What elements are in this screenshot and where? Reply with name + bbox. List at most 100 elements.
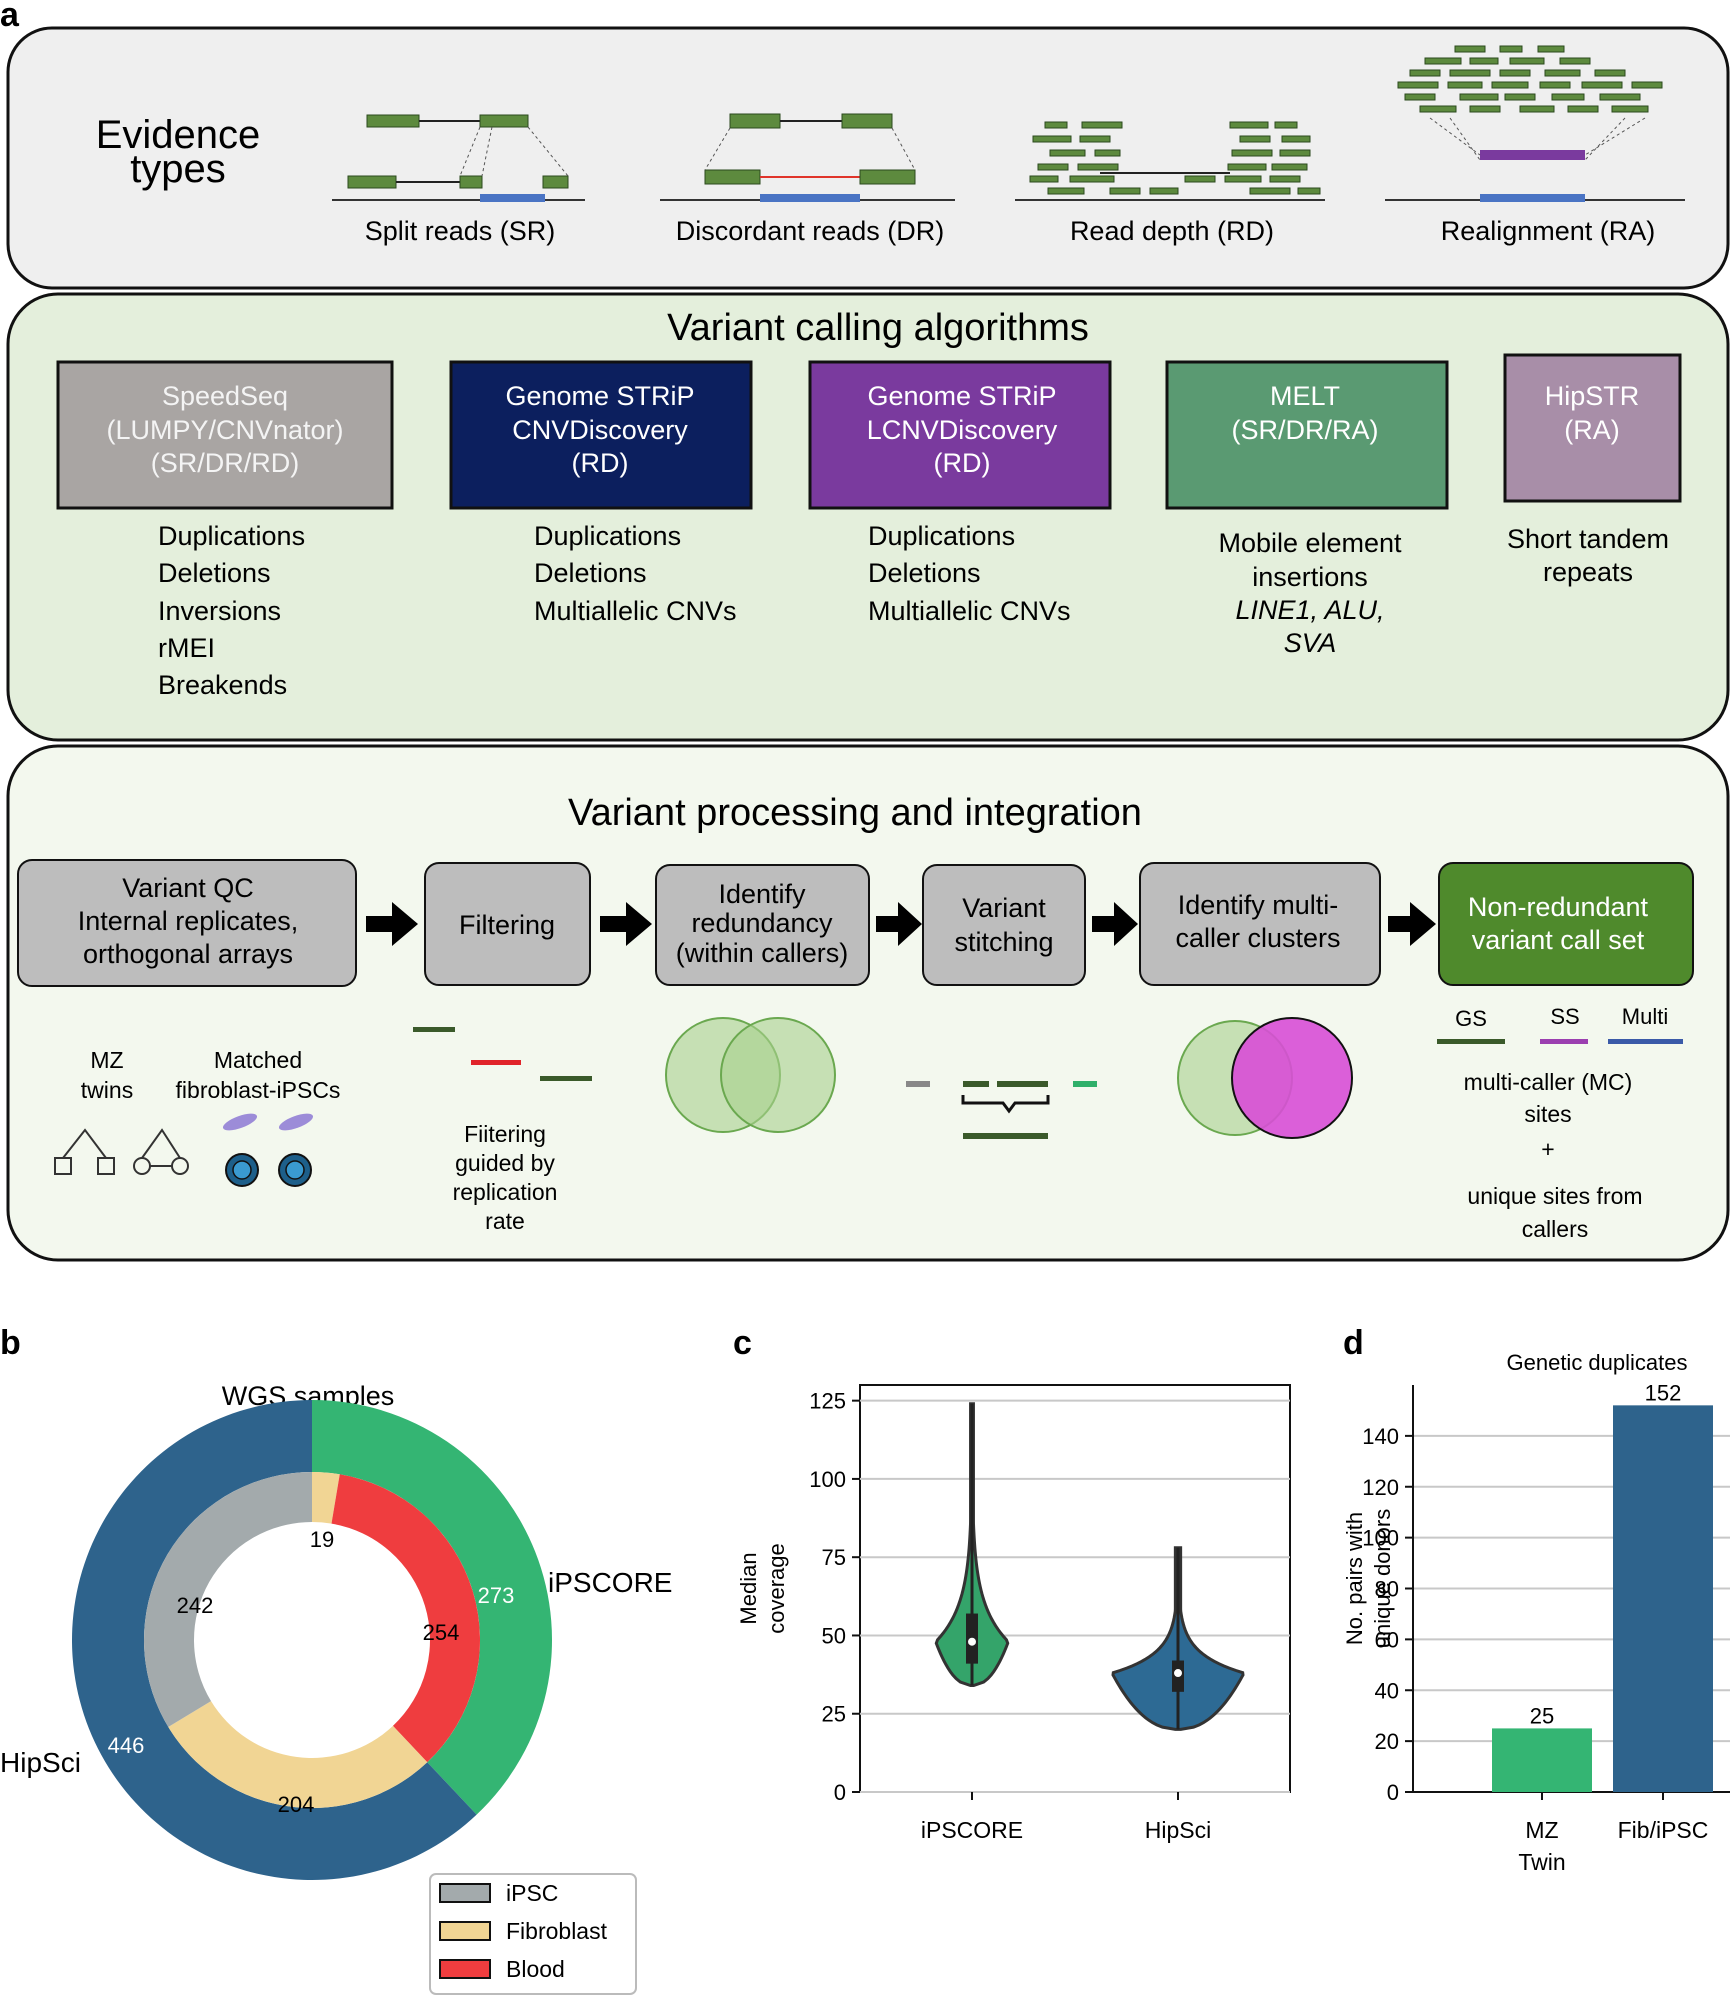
caller-name-line: SpeedSeq bbox=[162, 381, 288, 411]
caller-box-hipstr bbox=[1503, 353, 1682, 503]
step-line: Variant QC bbox=[122, 873, 254, 903]
caller-legend-multi: Multi bbox=[1622, 1004, 1668, 1029]
donut-value: 254 bbox=[423, 1620, 460, 1645]
donut-value: 273 bbox=[478, 1583, 515, 1608]
violin-plot-area bbox=[859, 1384, 1291, 1793]
y-tick-label: 20 bbox=[1375, 1729, 1399, 1754]
variant-type: Deletions bbox=[534, 558, 647, 588]
step-multi-caller-clusters bbox=[1139, 862, 1381, 986]
variant-type: Deletions bbox=[158, 558, 271, 588]
violin-median-point bbox=[1174, 1669, 1182, 1678]
step-line: Identify bbox=[718, 879, 806, 909]
legend-label-ipsc: iPSC bbox=[506, 1880, 558, 1906]
donut-inner-slice bbox=[312, 1472, 340, 1524]
matched-label: Matched bbox=[214, 1047, 302, 1073]
stitching-icon bbox=[906, 1081, 1097, 1139]
step-line: stitching bbox=[954, 927, 1053, 957]
donut-outer-label-hipsci: HipSci bbox=[0, 1747, 81, 1778]
variant-type: Duplications bbox=[868, 521, 1015, 551]
evidence-title-line1: Evidence bbox=[96, 113, 261, 157]
y-tick-label: 125 bbox=[809, 1389, 846, 1414]
panel-label-c: c bbox=[733, 1324, 752, 1362]
x-tick-label: HipSci bbox=[1145, 1817, 1211, 1843]
step-line: caller clusters bbox=[1175, 923, 1340, 953]
final-note: unique sites from bbox=[1467, 1183, 1642, 1209]
filtering-reads-icon bbox=[413, 1027, 592, 1081]
final-note: sites bbox=[1524, 1101, 1571, 1127]
evidence-title-line2: types bbox=[130, 147, 226, 191]
caller-name-line: (RA) bbox=[1564, 415, 1620, 445]
variant-type: Breakends bbox=[158, 670, 287, 700]
y-tick-label: 100 bbox=[1362, 1526, 1399, 1551]
genetic-duplicates-bar-chart: Genetic duplicates020406080100120140No. … bbox=[1342, 1350, 1730, 1875]
donut-inner-slice bbox=[168, 1701, 428, 1808]
legend-swatch-blood bbox=[439, 1959, 491, 1979]
caller-name-line: MELT bbox=[1270, 381, 1340, 411]
caller-legend-ss-swatch bbox=[1540, 1039, 1588, 1044]
bar-value-label: 25 bbox=[1530, 1703, 1554, 1728]
pedigree-icon bbox=[54, 1128, 189, 1175]
caller-box-gs-lcnvdiscovery bbox=[808, 360, 1112, 510]
donut-outer-label-ipscore: iPSCORE bbox=[548, 1567, 672, 1598]
y-tick-label: 80 bbox=[1375, 1577, 1399, 1602]
x-tick-label: MZ bbox=[1525, 1817, 1558, 1843]
caller-name-line: (SR/DR/RD) bbox=[151, 448, 300, 478]
step-line: Identify multi- bbox=[1178, 890, 1339, 920]
evidence-label-sr: Split reads (SR) bbox=[365, 216, 556, 246]
bar bbox=[1613, 1405, 1713, 1792]
donut-value: 204 bbox=[278, 1792, 315, 1817]
panel-label-d: d bbox=[1343, 1324, 1364, 1362]
caller-legend-gs-swatch bbox=[1437, 1039, 1505, 1044]
caller-box-melt bbox=[1165, 360, 1449, 510]
violin-median-point bbox=[968, 1637, 976, 1646]
bar bbox=[1492, 1728, 1592, 1792]
variant-type: Duplications bbox=[158, 521, 305, 551]
filter-note: replication bbox=[453, 1179, 558, 1205]
caller-name-line: LCNVDiscovery bbox=[867, 415, 1058, 445]
variant-type: Multiallelic CNVs bbox=[534, 596, 737, 626]
donut-value: 446 bbox=[108, 1733, 145, 1758]
legend-swatch-fibroblast bbox=[439, 1921, 491, 1941]
caller-box-gs-cnvdiscovery bbox=[449, 360, 753, 510]
variant-type: Duplications bbox=[534, 521, 681, 551]
step-variant-stitching bbox=[922, 864, 1086, 986]
donut-value: 19 bbox=[310, 1527, 334, 1552]
y-tick-label: 120 bbox=[1362, 1475, 1399, 1500]
step-variant-qc bbox=[17, 859, 357, 987]
mz-twins-label: MZ bbox=[90, 1047, 123, 1073]
step-line: Variant bbox=[962, 893, 1046, 923]
y-tick-label: 50 bbox=[822, 1623, 846, 1648]
y-tick-label: 140 bbox=[1362, 1424, 1399, 1449]
final-note: + bbox=[1541, 1136, 1554, 1162]
step-line: orthogonal arrays bbox=[83, 939, 293, 969]
step-line: variant call set bbox=[1472, 925, 1645, 955]
caller-name-line: (RD) bbox=[934, 448, 991, 478]
evidence-label-rd: Read depth (RD) bbox=[1070, 216, 1274, 246]
donut-inner-slice bbox=[331, 1474, 480, 1763]
variant-type: LINE1, ALU, bbox=[1235, 595, 1384, 625]
read-depth-diagram bbox=[1015, 121, 1325, 201]
x-tick-label: iPSCORE bbox=[921, 1817, 1023, 1843]
caller-legend-multi-swatch bbox=[1608, 1039, 1683, 1044]
evidence-label-ra: Realignment (RA) bbox=[1441, 216, 1656, 246]
wgs-samples-donut bbox=[72, 1400, 553, 1880]
mz-twins-label: twins bbox=[81, 1077, 133, 1103]
y-tick-label: 75 bbox=[822, 1545, 846, 1570]
step-non-redundant-set bbox=[1438, 862, 1694, 986]
variant-type: Multiallelic CNVs bbox=[868, 596, 1071, 626]
evidence-label-dr: Discordant reads (DR) bbox=[676, 216, 945, 246]
multi-caller-venn-icon bbox=[1177, 1017, 1353, 1139]
step-line: (within callers) bbox=[676, 938, 849, 968]
bar-value-label: 152 bbox=[1645, 1380, 1682, 1405]
y-tick-label: 40 bbox=[1375, 1678, 1399, 1703]
panel-label-b: b bbox=[0, 1324, 21, 1362]
legend-label-blood: Blood bbox=[506, 1956, 565, 1982]
filter-note: rate bbox=[485, 1208, 525, 1234]
variant-type: Inversions bbox=[158, 596, 281, 626]
realignment-diagram bbox=[1385, 45, 1685, 202]
caller-legend-ss: SS bbox=[1550, 1004, 1579, 1029]
